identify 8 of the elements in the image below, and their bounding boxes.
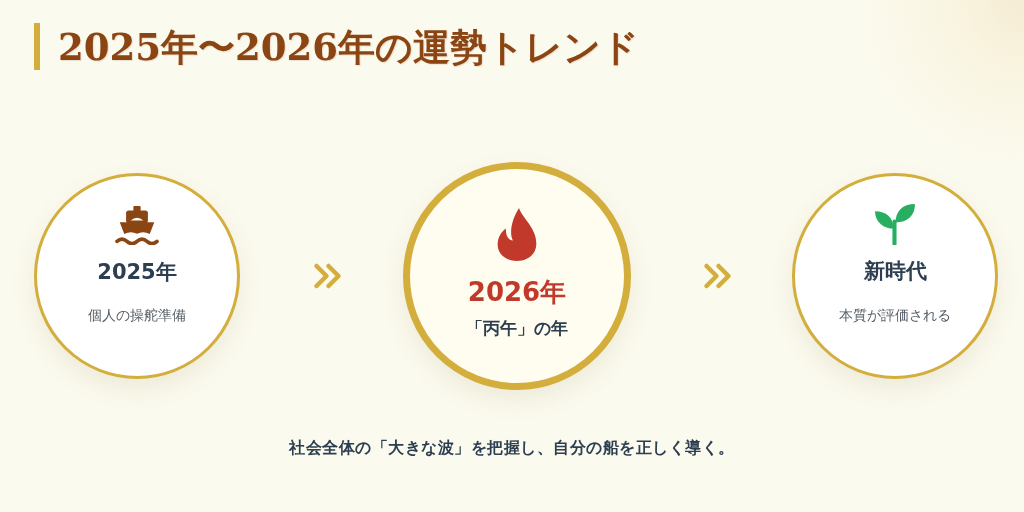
year-heading: 新時代 <box>863 259 927 285</box>
subtitle-text: 「丙午」の年 <box>466 318 568 339</box>
year-heading: 2025年 <box>97 260 177 286</box>
title-heading: 2025年〜2026年の運勢トレンド <box>58 24 639 71</box>
subtitle-text: 本質が評価される <box>839 307 951 324</box>
subtitle-text: 個人の操舵準備 <box>88 307 186 324</box>
summary-text: 社会全体の「大きな波」を把握し、自分の船を正しく導く。 <box>289 438 735 458</box>
year-heading: 2026年 <box>467 277 567 309</box>
